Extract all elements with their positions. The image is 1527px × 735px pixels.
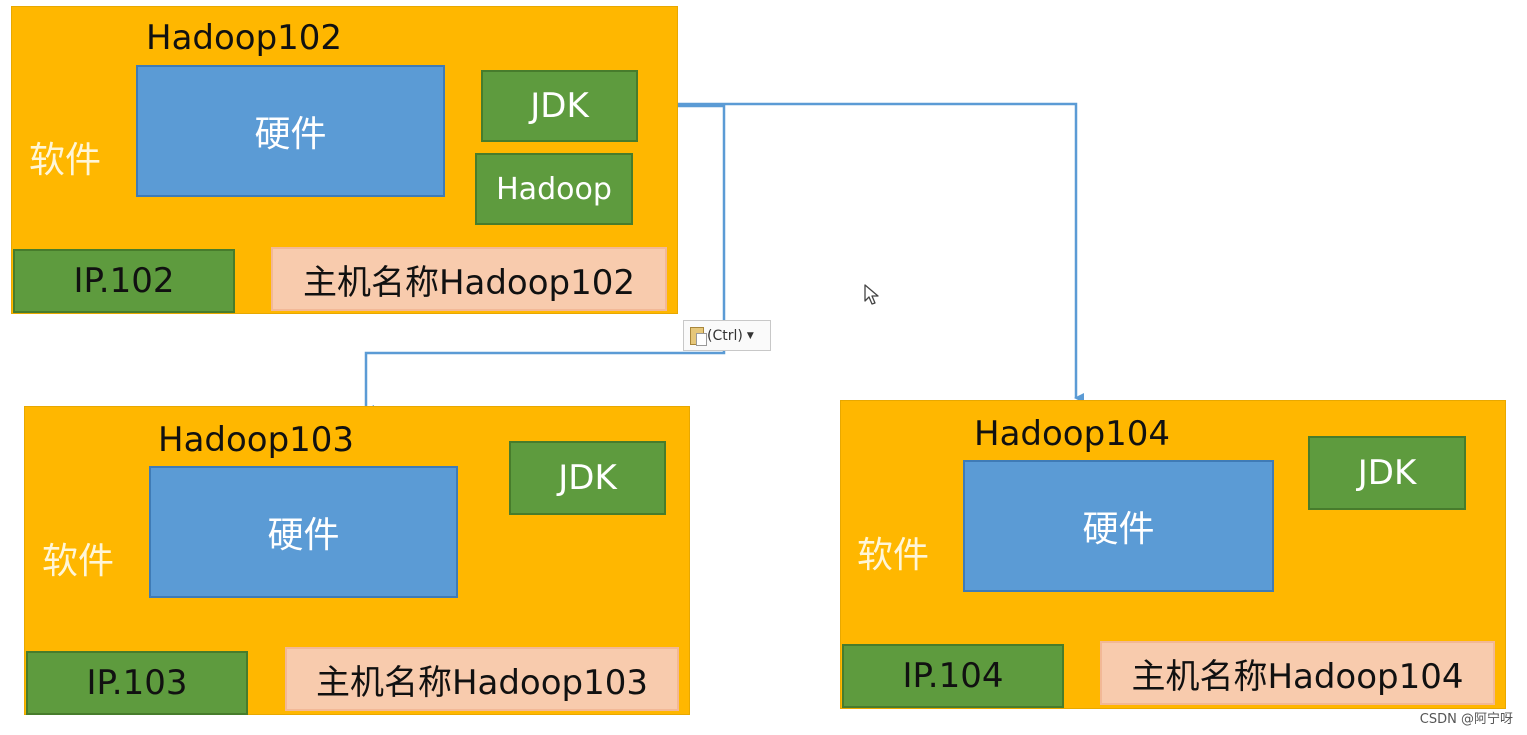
software-label: 软件 — [857, 535, 930, 576]
node-hadoop102: Hadoop102 软件 硬件 JDK Hadoop IP.102 主机名称Ha… — [11, 6, 678, 314]
watermark: CSDN @阿宁呀 — [1419, 712, 1513, 727]
mouse-cursor-icon — [864, 284, 879, 305]
ip-box: IP.102 — [13, 249, 235, 313]
connector-to-hadoop104 — [637, 102, 1084, 403]
hadoop-box: Hadoop — [475, 153, 633, 225]
node-hadoop103: Hadoop103 软件 硬件 JDK IP.103 主机名称Hadoop103 — [24, 406, 690, 715]
ip-box: IP.104 — [842, 644, 1064, 708]
connector-to-hadoop103 — [364, 104, 726, 415]
ip-box: IP.103 — [26, 651, 248, 715]
software-label: 软件 — [42, 541, 115, 582]
hostname-box: 主机名称Hadoop104 — [1100, 641, 1495, 705]
jdk-box: JDK — [1308, 436, 1466, 510]
hostname-box: 主机名称Hadoop102 — [271, 247, 667, 311]
paste-options-button[interactable]: (Ctrl) ▼ — [683, 320, 771, 351]
dropdown-arrow-icon: ▼ — [746, 330, 754, 341]
hardware-box: 硬件 — [149, 466, 458, 598]
node-hadoop104: Hadoop104 软件 硬件 JDK IP.104 主机名称Hadoop104 — [840, 400, 1506, 709]
clipboard-icon — [690, 326, 707, 346]
node-title: Hadoop102 — [146, 18, 343, 58]
software-label: 软件 — [29, 140, 102, 181]
hostname-box: 主机名称Hadoop103 — [285, 647, 679, 711]
hardware-box: 硬件 — [136, 65, 445, 197]
node-title: Hadoop104 — [974, 414, 1171, 454]
paste-options-label: (Ctrl) — [707, 327, 743, 344]
node-title: Hadoop103 — [158, 420, 355, 460]
hardware-box: 硬件 — [963, 460, 1274, 592]
jdk-box: JDK — [481, 70, 638, 142]
jdk-box: JDK — [509, 441, 666, 515]
